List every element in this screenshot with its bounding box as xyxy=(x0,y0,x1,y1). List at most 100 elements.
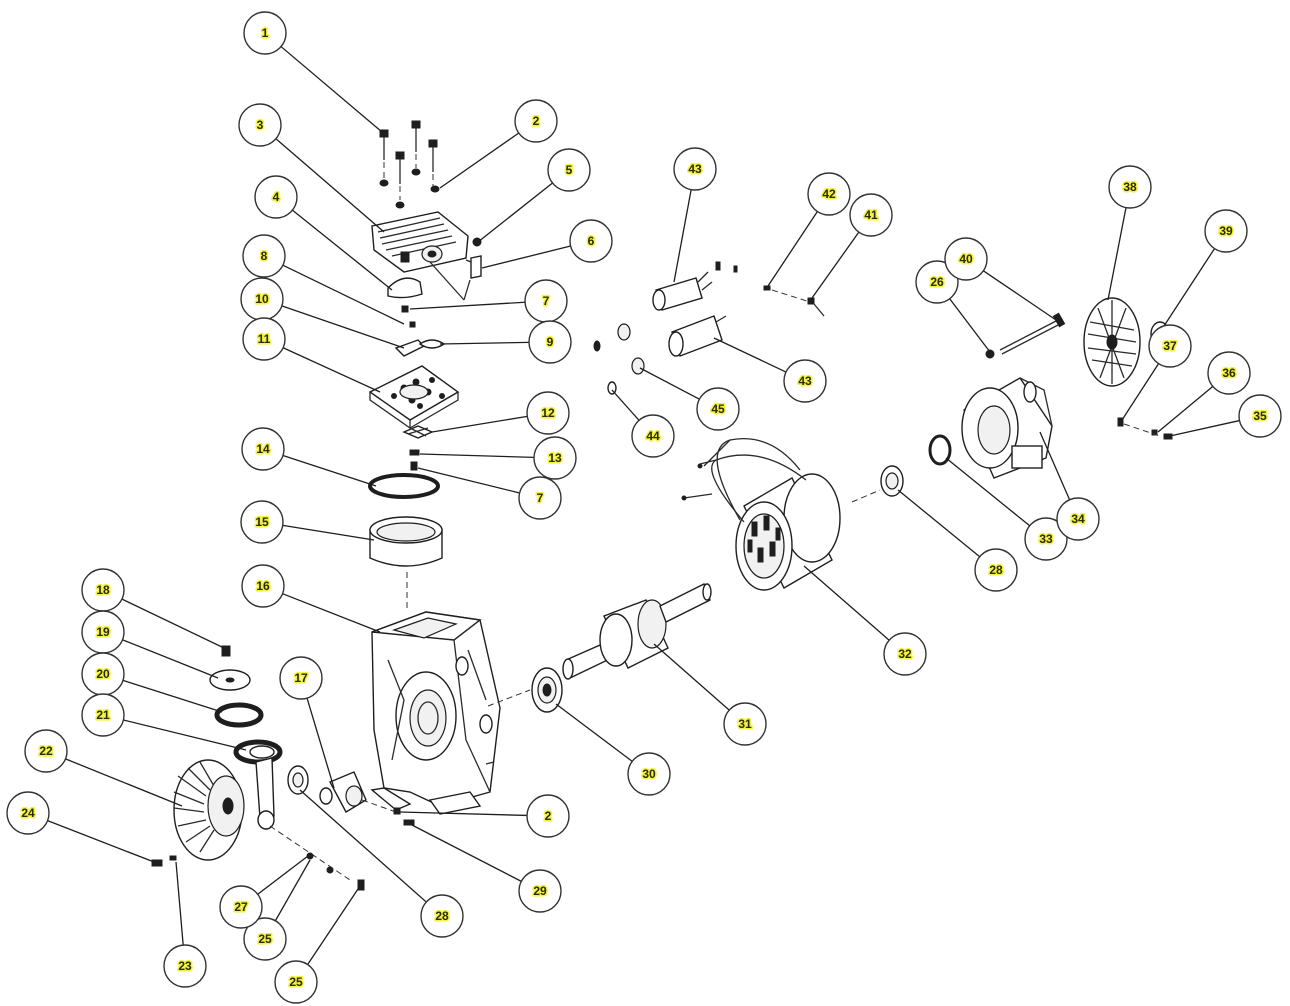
callout-circle xyxy=(627,752,671,796)
callout-circle xyxy=(915,260,959,304)
callout-label: 13 xyxy=(548,451,562,465)
leader-line-c45 xyxy=(639,367,700,400)
callout-c24: 24 xyxy=(6,791,50,835)
callout-c3: 3 xyxy=(238,103,282,147)
screws-25-27 xyxy=(269,825,365,891)
callout-c17: 17 xyxy=(279,656,323,700)
callout-label: 44 xyxy=(646,429,660,443)
callout-c43b: 43 xyxy=(783,359,827,403)
callout-label: 39 xyxy=(1219,224,1233,238)
leader-line-c37 xyxy=(1121,363,1160,421)
callout-label: 8 xyxy=(261,249,268,263)
head-gasket xyxy=(387,277,423,299)
callout-label: 28 xyxy=(435,909,449,923)
leader-line-c42 xyxy=(767,211,818,287)
callout-label: 7 xyxy=(537,491,544,505)
callout-label: 26 xyxy=(930,275,944,289)
callout-c37: 37 xyxy=(1148,324,1192,368)
leader-line-c34 xyxy=(1039,431,1071,501)
leader-line-c18 xyxy=(121,598,225,649)
leader-line-c19 xyxy=(122,639,219,679)
callout-circle xyxy=(569,219,613,263)
callout-label: 36 xyxy=(1222,366,1236,380)
callout-circle xyxy=(219,885,263,929)
callout-c23: 23 xyxy=(163,944,207,988)
callout-c40: 40 xyxy=(944,237,988,281)
callout-circle xyxy=(238,103,282,147)
callout-label: 14 xyxy=(256,442,270,456)
callout-c26: 26 xyxy=(915,260,959,304)
callout-label: 4 xyxy=(273,190,280,204)
bearing-28-rear xyxy=(851,465,904,503)
leader-line-c25a xyxy=(274,859,311,922)
callout-c41: 41 xyxy=(849,193,893,237)
leader-line-c39 xyxy=(1163,248,1216,327)
callout-circle xyxy=(528,320,572,364)
callout-c6: 6 xyxy=(569,219,613,263)
callout-circle xyxy=(241,427,285,471)
callout-label: 38 xyxy=(1123,180,1137,194)
callout-label: 19 xyxy=(96,625,110,639)
leader-line-c43a xyxy=(673,189,692,283)
leader-line-c2a xyxy=(439,132,520,189)
main-bearing xyxy=(487,667,563,713)
callout-label: 40 xyxy=(959,252,973,266)
callout-circle xyxy=(1204,209,1248,253)
leader-line-c7b xyxy=(417,467,520,494)
callout-label: 22 xyxy=(39,744,53,758)
callout-circle xyxy=(518,869,562,913)
leader-line-c12 xyxy=(431,415,528,433)
callout-label: 25 xyxy=(289,975,303,989)
callout-circle xyxy=(243,11,287,55)
callout-circle xyxy=(274,960,318,1004)
callout-circle xyxy=(81,693,125,737)
leader-line-c16 xyxy=(282,593,381,633)
leader-line-c22 xyxy=(65,758,183,807)
callout-c42: 42 xyxy=(807,172,851,216)
callout-circle xyxy=(1207,351,1251,395)
callout-circle xyxy=(696,387,740,431)
leader-line-c26 xyxy=(949,298,991,353)
fan-cover xyxy=(1083,297,1141,387)
callout-c38: 38 xyxy=(1108,165,1152,209)
callout-c2b: 2 xyxy=(526,794,570,838)
through-bolt-and-clip xyxy=(985,312,1170,359)
callout-label: 43 xyxy=(688,162,702,176)
leader-line-c11 xyxy=(282,347,381,393)
head-bolts xyxy=(379,120,440,209)
rotor-shaft xyxy=(562,583,712,680)
leader-line-c43b xyxy=(713,337,787,373)
callout-c11: 11 xyxy=(242,317,286,361)
callout-c30: 30 xyxy=(627,752,671,796)
callout-c36: 36 xyxy=(1207,351,1251,395)
leader-line-c31 xyxy=(653,643,730,711)
capacitor-upper xyxy=(652,261,738,311)
callout-c15: 15 xyxy=(240,500,284,544)
callout-label: 1 xyxy=(262,26,269,40)
piston-retainers xyxy=(209,645,283,765)
motor-end-bell xyxy=(961,377,1053,479)
callout-c25a: 25 xyxy=(243,917,287,961)
callout-label: 33 xyxy=(1039,532,1053,546)
eccentric-crank xyxy=(319,771,367,813)
callout-label: 17 xyxy=(294,671,308,685)
leader-line-c29 xyxy=(409,823,522,882)
callout-label: 37 xyxy=(1163,339,1177,353)
callout-c44: 44 xyxy=(631,414,675,458)
leader-line-c32 xyxy=(803,565,890,641)
callout-c45: 45 xyxy=(696,387,740,431)
callout-circle xyxy=(279,656,323,700)
callout-circle xyxy=(1148,324,1192,368)
leader-line-c41 xyxy=(811,231,860,299)
callout-label: 11 xyxy=(258,332,271,346)
callout-circle xyxy=(807,172,851,216)
callout-c25b: 25 xyxy=(274,960,318,1004)
callout-label: 10 xyxy=(255,292,269,306)
callout-circle xyxy=(631,414,675,458)
callout-label: 24 xyxy=(21,806,35,820)
callout-label: 5 xyxy=(566,163,573,177)
callout-c27: 27 xyxy=(219,885,263,929)
callout-circle xyxy=(24,729,68,773)
